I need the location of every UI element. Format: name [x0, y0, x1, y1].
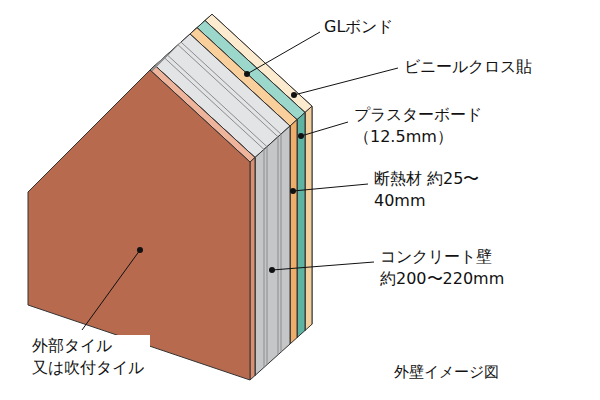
caption: 外壁イメージ図 — [392, 362, 501, 382]
leader-dot — [298, 133, 304, 139]
leader-dots — [137, 71, 304, 273]
leader-dot — [291, 92, 297, 98]
leader-line — [293, 184, 368, 191]
leader-lines — [82, 32, 398, 330]
leader-dot — [269, 267, 275, 273]
leader-line — [82, 250, 140, 330]
leader-line — [247, 32, 320, 74]
part-label: プラスターボード （12.5mm） — [352, 104, 488, 147]
leader-line — [294, 68, 398, 95]
vinyl-cloth-layer — [305, 106, 312, 330]
tile-edge-layer — [250, 158, 255, 381]
leader-dot — [137, 247, 143, 253]
part-label: ビニールクロス貼 — [402, 56, 534, 78]
leader-dot — [244, 71, 250, 77]
concrete-texture — [267, 147, 268, 365]
part-label: 断熱材 約25〜40mm — [372, 168, 484, 211]
leader-dot — [290, 188, 296, 194]
concrete-texture — [278, 137, 279, 355]
leader-line — [301, 122, 348, 136]
part-label: 外部タイル 又は吹付タイル — [30, 335, 150, 378]
concrete-texture — [281, 134, 282, 352]
wall-section — [28, 14, 312, 380]
insulation-layer — [290, 120, 297, 344]
part-label: GLボンド — [322, 16, 395, 38]
plaster-board-layer — [297, 113, 305, 338]
concrete-layer — [255, 126, 290, 376]
part-label: コンクリート壁 約200〜220mm — [378, 246, 511, 289]
concrete-texture — [264, 149, 265, 367]
exterior-tile-face — [28, 70, 250, 380]
leader-line — [272, 262, 374, 270]
